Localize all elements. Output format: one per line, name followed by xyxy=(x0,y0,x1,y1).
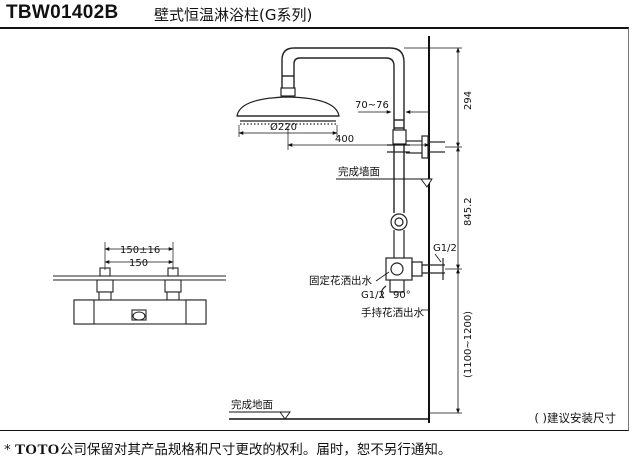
dim-150-16-text: 150±16 xyxy=(120,245,160,256)
footer-disclaimer: * TOTO公司保留对其产品规格和尺寸更改的权利。届时，恕不另行通知。 xyxy=(4,438,451,459)
finished-wall-arrow xyxy=(420,178,433,188)
overhead-pipe xyxy=(281,47,405,213)
vertical-dimension-chain xyxy=(404,47,462,414)
finished-floor-arrow xyxy=(279,411,291,420)
header: TBW01402B 壁式恒温淋浴柱(G系列) xyxy=(0,0,630,26)
dim-1100-text: (1100~1200) xyxy=(463,311,474,378)
g12-right-leader xyxy=(434,253,442,263)
dim-70-76-text: 70~76 xyxy=(355,100,389,111)
fixed-shower-outlet-label: 固定花洒出水 xyxy=(309,274,372,287)
model-number: TBW01402B xyxy=(6,2,119,23)
finished-floor-label: 完成地面 xyxy=(231,398,273,411)
dim-400-text: 400 xyxy=(335,134,354,145)
brand-logo: TOTO xyxy=(15,442,60,458)
dim-150-text: 150 xyxy=(129,258,148,269)
product-title: 壁式恒温淋浴柱(G系列) xyxy=(154,6,313,24)
dim-294-text: 294 xyxy=(463,91,474,110)
shower-head xyxy=(236,87,340,125)
dim-220-text: Ø220 xyxy=(270,121,297,133)
wall-bracket xyxy=(387,129,445,159)
recommended-dimension-note: ( )建议安装尺寸 xyxy=(534,411,616,425)
hand-shower-outlet-label: 手持花洒出水 xyxy=(361,306,424,319)
drawing-frame xyxy=(0,27,629,431)
g12-right-label: G1/2 xyxy=(433,243,457,254)
dim-845-text: 845.2 xyxy=(463,197,474,226)
footer-text: 公司保留对其产品规格和尺寸更改的权利。届时，恕不另行通知。 xyxy=(59,442,452,458)
fixed-shower-outlet-leader xyxy=(375,271,390,282)
mixer-valve xyxy=(380,257,445,299)
finished-wall-label: 完成墙面 xyxy=(338,165,380,178)
footer-star: * xyxy=(4,442,11,458)
diverter-knob xyxy=(390,213,408,258)
front-view-mixer xyxy=(53,267,226,325)
angle-90-label: 90° xyxy=(393,290,411,301)
g12-left-label: G1/2 xyxy=(361,290,385,301)
